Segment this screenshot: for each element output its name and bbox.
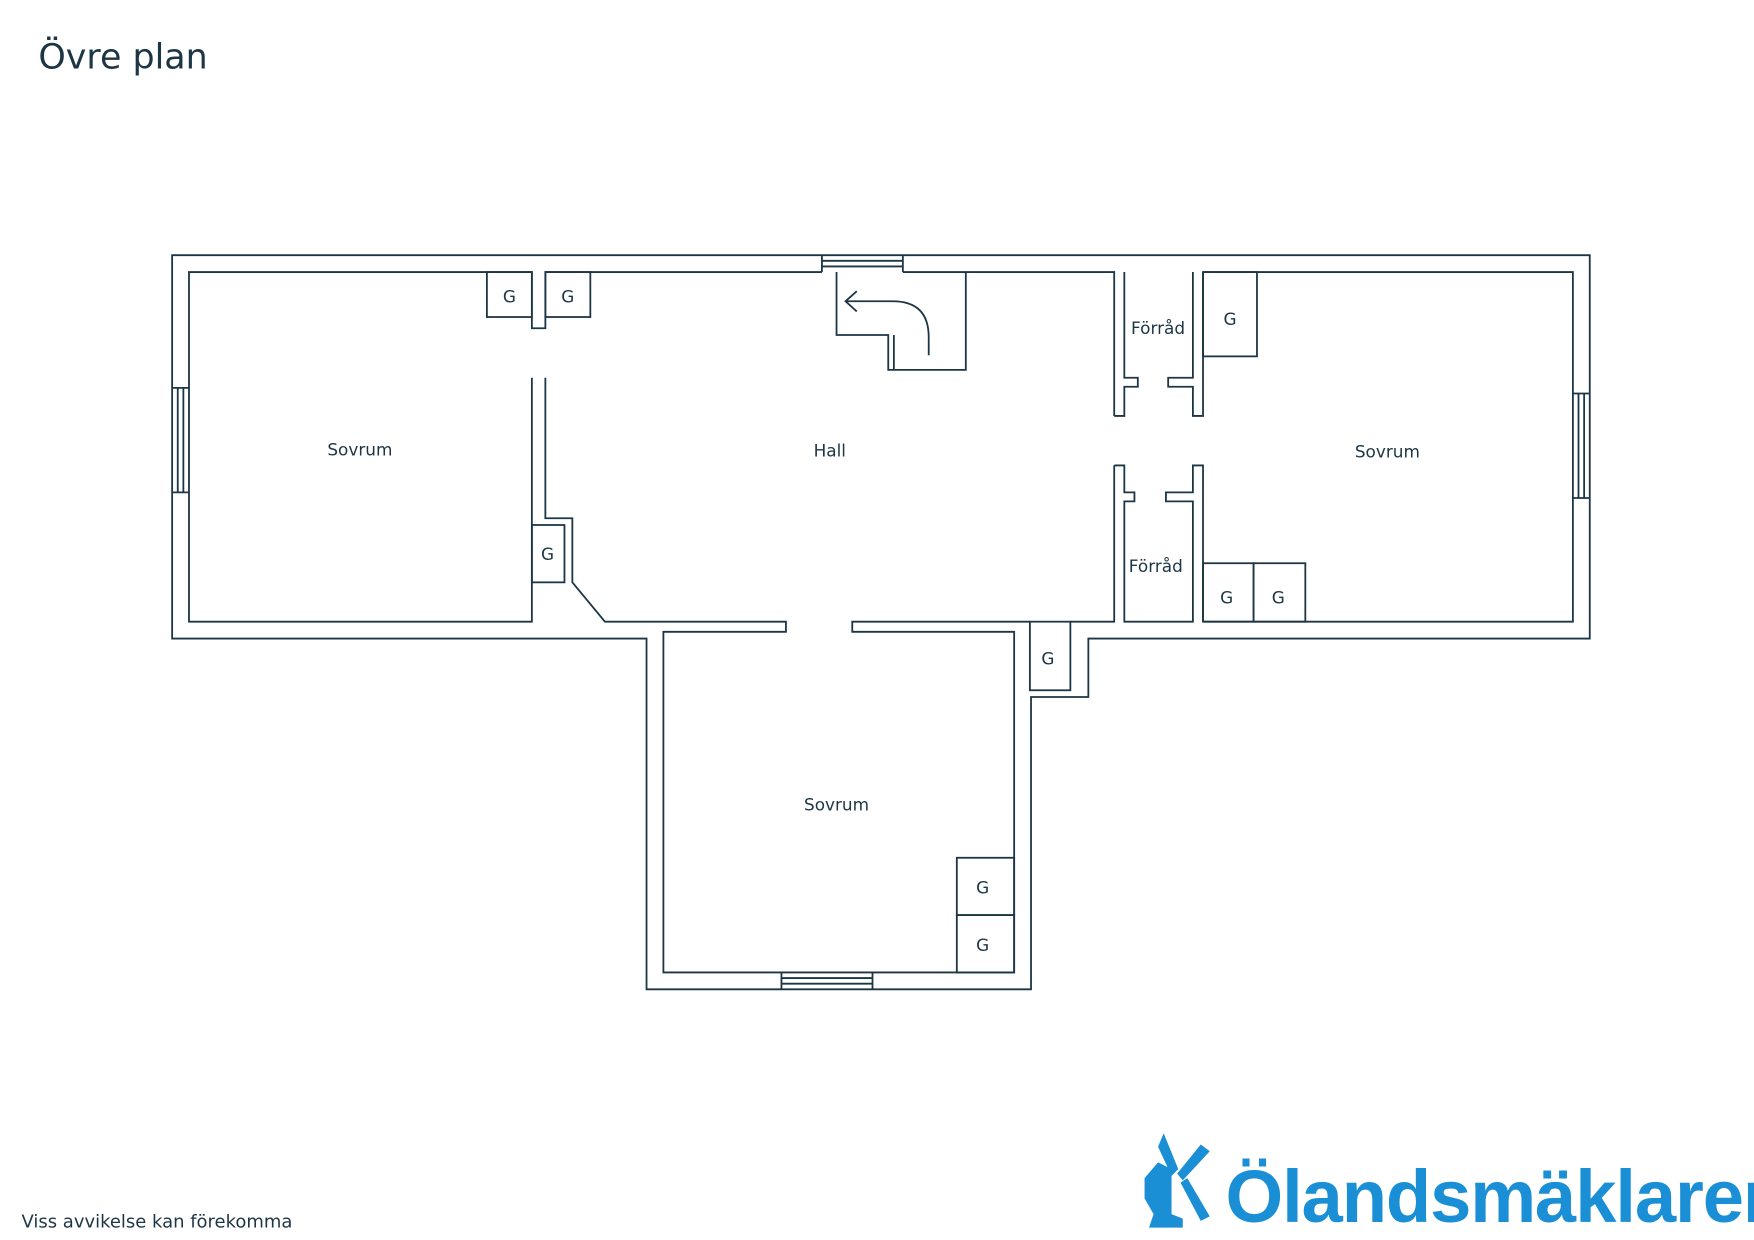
closet-label: G	[561, 286, 574, 306]
room-label-sovrum-right: Sovrum	[1355, 442, 1420, 462]
window-bottom	[780, 972, 874, 990]
page-title: Övre plan	[38, 36, 207, 78]
wall-right-bedroom	[1203, 271, 1574, 623]
window-top	[821, 255, 904, 273]
window-left	[172, 386, 189, 494]
closet	[544, 271, 592, 318]
closet-label: G	[503, 286, 516, 306]
wall-hall-top	[902, 271, 1116, 623]
disclaimer: Viss avvikelse kan förekomma	[21, 1212, 292, 1233]
closet-label: G	[976, 878, 989, 898]
room-label-sovrum-bottom: Sovrum	[804, 795, 869, 815]
outer-wall	[171, 254, 1591, 991]
closet	[486, 271, 533, 318]
closet	[1028, 620, 1072, 692]
wall-storage-top	[1114, 272, 1204, 417]
wall-hall-left	[544, 377, 1030, 974]
window-right	[1572, 392, 1590, 499]
staircase	[835, 272, 967, 371]
closet	[955, 914, 1016, 974]
closet-label: G	[1220, 588, 1233, 608]
closet-label: G	[976, 935, 989, 955]
windmill-logo-icon	[1144, 1133, 1210, 1228]
room-label-sovrum-left: Sovrum	[327, 439, 392, 459]
closet	[530, 524, 566, 584]
closet	[1202, 271, 1258, 358]
closet-label: G	[1041, 648, 1054, 668]
stair-arrow-icon	[844, 290, 930, 356]
room-label-forrad-top: Förråd	[1131, 318, 1185, 338]
closet-label: G	[1223, 309, 1236, 329]
closet	[1252, 562, 1307, 623]
closet-label: G	[541, 544, 554, 564]
wall-left-bedroom	[188, 271, 822, 623]
brand-logo-text: Ölandsmäklaren	[1226, 1155, 1754, 1238]
wall-storage-bottom	[1114, 464, 1204, 623]
closets	[486, 271, 1307, 974]
room-label-forrad-bottom: Förråd	[1129, 556, 1183, 576]
closet-label: G	[1272, 588, 1285, 608]
room-label-hall: Hall	[814, 440, 846, 460]
